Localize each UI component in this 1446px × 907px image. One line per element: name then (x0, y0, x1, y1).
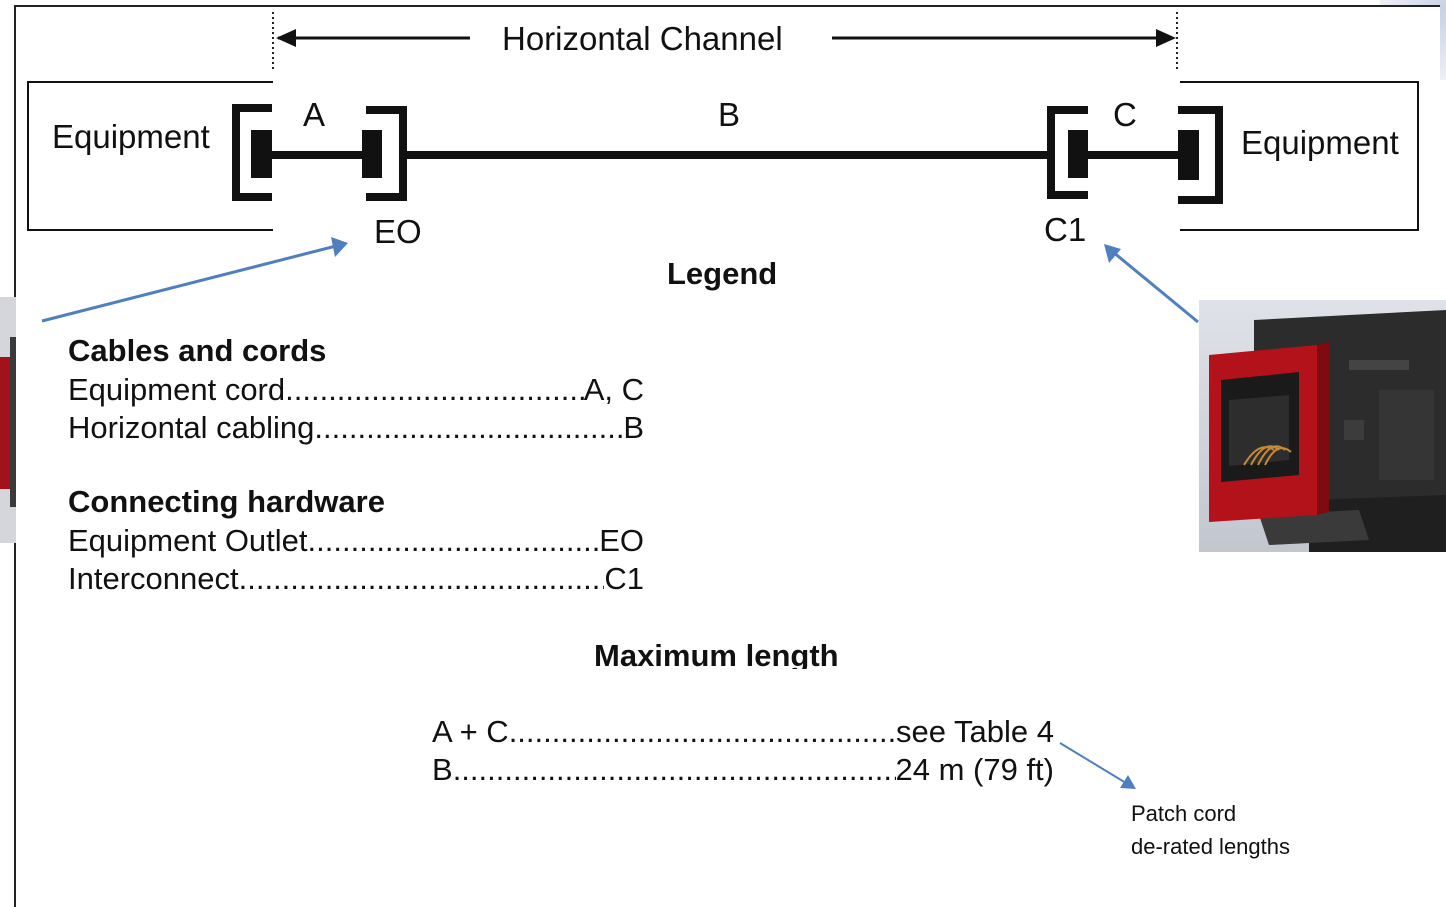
patch-cord-note: Patch cord de-rated lengths (1131, 797, 1290, 863)
legend-row-label: Horizontal cabling (68, 410, 315, 445)
leader-dots: ........................................… (285, 372, 584, 407)
legend-row-value: EO (599, 523, 644, 558)
max-length-row-value: see Table 4 (896, 714, 1054, 749)
c1-interconnect-bracket (1047, 106, 1088, 199)
callout-arrow-eo (41, 244, 337, 323)
legend-row-horizontal-cabling: Horizontal cabling .....................… (68, 410, 644, 446)
channel-arrowhead-right (1156, 29, 1176, 47)
legend-row-value: C1 (604, 561, 644, 596)
channel-diagram (27, 12, 1419, 789)
callout-arrowhead-c1 (1104, 244, 1121, 263)
segment-c-label: C (1113, 96, 1137, 133)
equipment-jack-right (1178, 106, 1223, 204)
legend-row-label: Equipment cord (68, 372, 286, 407)
plug-eo-a (362, 130, 382, 178)
equipment-box-left (27, 81, 273, 231)
legend-row-equipment-cord: Equipment cord .........................… (68, 372, 644, 408)
plug-c1-c (1068, 130, 1088, 178)
max-length-row-b: B ......................................… (432, 752, 1054, 788)
legend-row-interconnect: Interconnect ...........................… (68, 561, 644, 597)
c1-label: C1 (1044, 211, 1087, 248)
jack-photo-left (0, 297, 16, 543)
hardware-heading: Connecting hardware (68, 484, 385, 519)
leader-dots: ........................................… (238, 561, 605, 596)
legend-row-equipment-outlet: Equipment Outlet .......................… (68, 523, 644, 559)
equipment-jack-left (232, 104, 272, 201)
plug-left-a (251, 130, 272, 178)
legend-row-label: Equipment Outlet (68, 523, 308, 558)
max-length-row-label: A + C (432, 714, 509, 749)
callout-arrowhead-eo (331, 237, 348, 257)
leader-dots: ........................................… (314, 410, 623, 445)
max-length-row-ac: A + C ..................................… (432, 714, 1054, 750)
leader-dots: ........................................… (307, 523, 600, 558)
max-length-row-value: 24 m (79 ft) (895, 752, 1055, 787)
leader-dots: ........................................… (452, 752, 896, 787)
jack-photo-right (1199, 300, 1446, 552)
max-length-row-label: B (432, 752, 453, 787)
equipment-right-label: Equipment (1241, 124, 1399, 161)
equipment-left-label: Equipment (52, 118, 210, 155)
callout-arrowhead-table4 (1120, 775, 1136, 789)
patch-cord-note-line1: Patch cord (1131, 801, 1237, 826)
plug-right-c (1178, 130, 1199, 180)
legend-row-value: B (623, 410, 644, 445)
horizontal-channel-label: Horizontal Channel (502, 20, 783, 57)
eo-label: EO (374, 213, 422, 250)
leader-dots: ........................................… (508, 714, 896, 749)
segment-b-label: B (718, 96, 741, 133)
patch-cord-note-line2: de-rated lengths (1131, 834, 1290, 859)
channel-arrowhead-left (276, 29, 296, 47)
equipment-box-right (1180, 81, 1419, 231)
callout-arrow-c1 (1112, 250, 1199, 324)
segment-a-label: A (303, 96, 326, 133)
legend-row-value: A, C (583, 372, 644, 407)
legend-title: Legend (667, 256, 778, 291)
cables-heading: Cables and cords (68, 333, 327, 368)
max-length-title: Maximum length (594, 638, 839, 669)
legend-row-label: Interconnect (68, 561, 239, 596)
callout-arrow-table4 (1059, 742, 1127, 784)
